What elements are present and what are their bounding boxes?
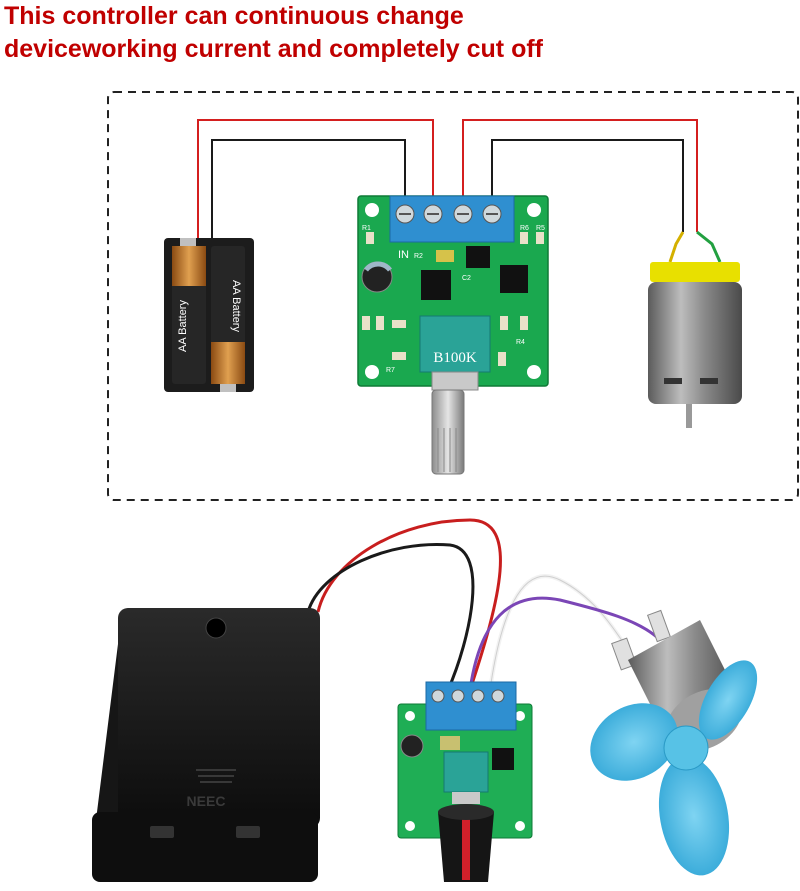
- headline-line-1: This controller can continuous change: [4, 2, 464, 30]
- photo-pcb: [397, 681, 533, 882]
- headline-line-2: deviceworking current and completely cut…: [4, 35, 544, 63]
- photo-red-wire: [316, 518, 502, 691]
- photo-black-wire: [306, 542, 475, 691]
- product-photo: NEEC: [92, 518, 758, 882]
- pcb-r1: R1: [362, 225, 371, 232]
- case-switch-hole: [205, 617, 227, 639]
- ic-chip-1: [421, 270, 451, 300]
- case-brand: NEEC: [187, 793, 226, 809]
- dc-motor: [648, 230, 742, 428]
- pcb-r6: R6: [520, 225, 529, 232]
- photo-purple-wire: [468, 596, 662, 691]
- pcb-r5: R5: [536, 225, 545, 232]
- controller-pcb: IN R1 R2 R4 R5 R6 R7 C2 B100K: [357, 195, 549, 475]
- pot-label: B100K: [433, 350, 477, 366]
- pcb-r2: R2: [414, 253, 423, 260]
- battery-label-2: AA Battery: [230, 280, 242, 332]
- motor-black-wire: [491, 139, 684, 232]
- ic-chip-2: [500, 265, 528, 293]
- photo-terminal-block: [425, 681, 517, 731]
- pcb-in-label: IN: [398, 249, 409, 261]
- wiring-diagram: AA Battery AA Battery: [107, 91, 799, 501]
- battery-black-wire: [211, 139, 406, 240]
- pcb-r4: R4: [516, 339, 525, 346]
- battery-red-wire: [197, 119, 434, 240]
- battery-label-1: AA Battery: [177, 300, 189, 352]
- photo-white-wire: [488, 574, 632, 691]
- photo-fan: [590, 660, 758, 876]
- motor-red-wire: [462, 119, 698, 232]
- battery-case: NEEC: [92, 608, 320, 882]
- pcb-r7: R7: [386, 367, 395, 374]
- diagram-border: [107, 91, 799, 501]
- pcb-c2: C2: [462, 275, 471, 282]
- pot-knob-shaft: [431, 389, 465, 475]
- diagram-wires: [197, 119, 698, 240]
- headline: This controller can continuous change de…: [4, 0, 794, 66]
- battery-holder: AA Battery AA Battery: [164, 238, 254, 392]
